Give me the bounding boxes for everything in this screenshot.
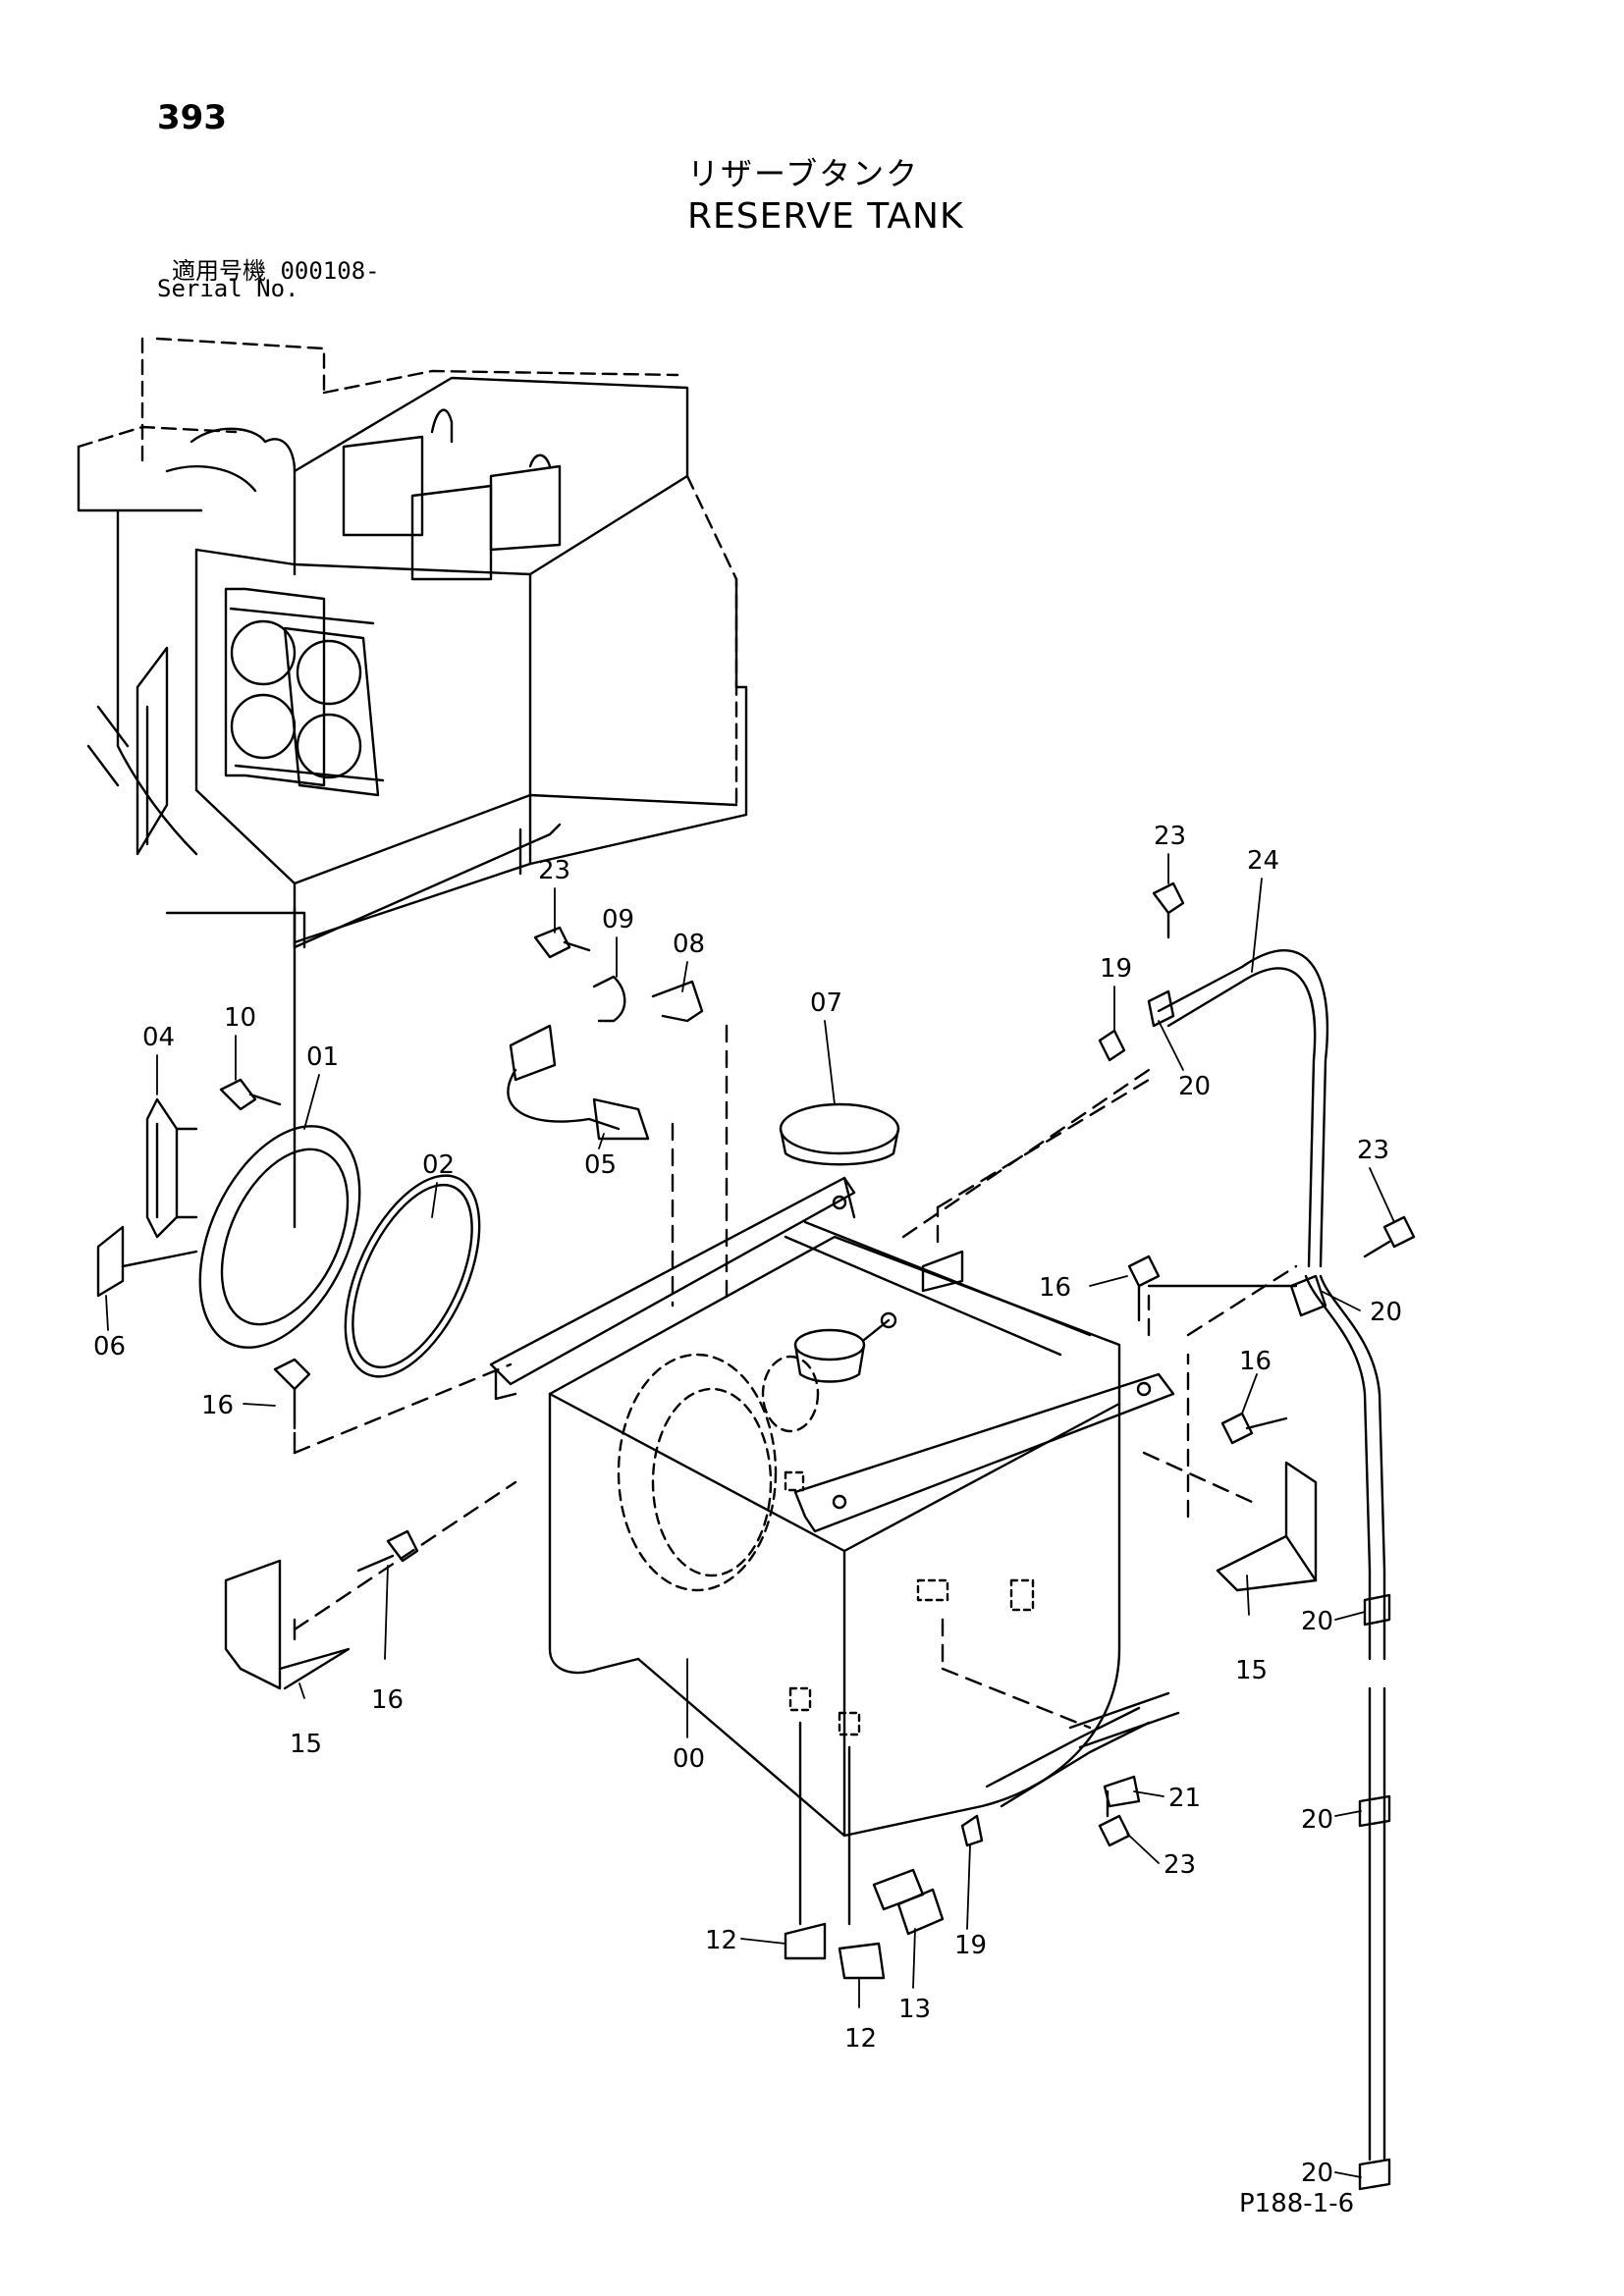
callout-20-d: 20 [1301, 1805, 1333, 1835]
title-japanese: リザーブタンク [687, 155, 920, 192]
callout-21: 21 [1168, 1784, 1201, 1813]
callout-20-a: 20 [1178, 1072, 1211, 1101]
callout-19-a: 19 [1100, 954, 1132, 984]
callout-20-c: 20 [1301, 1607, 1333, 1636]
title-english: RESERVE TANK [687, 196, 964, 237]
callout-12-b: 12 [844, 2024, 877, 2054]
callout-20-b: 20 [1370, 1298, 1402, 1327]
callout-leaders [105, 853, 1395, 2178]
callout-16-d: 16 [371, 1685, 404, 1715]
callout-24: 24 [1247, 846, 1279, 876]
callout-06: 06 [93, 1332, 126, 1362]
callout-01: 01 [306, 1042, 339, 1072]
machine-overview-illustration [77, 337, 748, 1229]
serial-label-japanese: 適用号機 000108- [172, 257, 380, 285]
callout-labels: 23 09 08 07 19 23 24 04 10 01 02 05 20 2… [93, 822, 1402, 2188]
page-number: 393 [157, 98, 227, 137]
callout-05: 05 [584, 1150, 617, 1180]
serial-label-english: Serial No. [157, 275, 299, 302]
callout-23-a: 23 [538, 856, 570, 885]
callout-16-a: 16 [1039, 1273, 1071, 1303]
callout-00: 00 [673, 1744, 705, 1774]
callout-07: 07 [810, 988, 842, 1018]
callout-16-c: 16 [201, 1391, 234, 1420]
callout-16-b: 16 [1239, 1347, 1272, 1376]
callout-23-c: 23 [1357, 1136, 1389, 1165]
page-reference: P188-1-6 [1239, 2189, 1355, 2218]
callout-04: 04 [142, 1023, 175, 1052]
small-parts [96, 881, 1416, 2191]
callout-12-a: 12 [705, 1926, 737, 1955]
callout-02: 02 [422, 1150, 455, 1180]
callout-15-b: 15 [1235, 1656, 1268, 1685]
callout-10: 10 [224, 1003, 256, 1033]
reserve-tank-illustration [293, 949, 1386, 2162]
callout-09: 09 [602, 905, 634, 934]
callout-19-b: 19 [954, 1931, 987, 1960]
callout-20-e: 20 [1301, 2159, 1333, 2188]
callout-23-d: 23 [1164, 1850, 1196, 1880]
callout-23-b: 23 [1154, 822, 1186, 851]
callout-13: 13 [898, 1995, 931, 2024]
callout-15-a: 15 [290, 1730, 322, 1759]
callout-08: 08 [673, 930, 705, 959]
